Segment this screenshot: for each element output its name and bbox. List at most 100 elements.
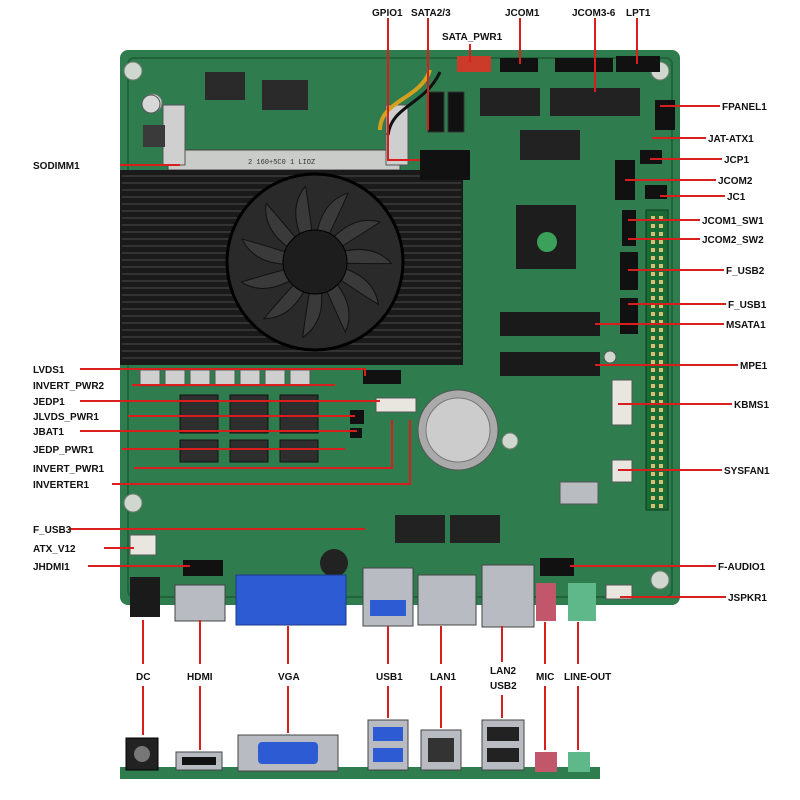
lpt-pin xyxy=(659,296,663,300)
labels-bottom: DC HDMI VGA USB1 LAN1 LAN2 USB2 MIC LINE… xyxy=(136,666,611,692)
labels-top: GPIO1 SATA2/3 JCOM1 JCOM3-6 LPT1 SATA_PW… xyxy=(372,8,651,43)
fan-hub xyxy=(282,229,348,295)
usb1-tongue xyxy=(370,600,406,616)
lpt-pin xyxy=(659,472,663,476)
lpt-pin xyxy=(651,448,655,452)
lpt-pin xyxy=(659,448,663,452)
jcom1-header xyxy=(500,58,538,72)
lpt-pin xyxy=(659,320,663,324)
label-jedp1: JEDP1 xyxy=(33,397,65,408)
slot-standoff xyxy=(603,350,617,364)
lpt-pin xyxy=(659,496,663,500)
rear-io-board xyxy=(130,564,596,628)
lan2-usb2-port xyxy=(481,564,535,628)
label-gpio1: GPIO1 xyxy=(372,8,403,19)
lineout-jack xyxy=(568,583,596,621)
labels-left: SODIMM1 LVDS1 INVERT_PWR2 JEDP1 JLVDS_PW… xyxy=(33,161,105,573)
lpt-pin xyxy=(651,504,655,508)
label-f-audio1: F-AUDIO1 xyxy=(718,562,766,573)
lpt-pin xyxy=(659,328,663,332)
lpt-pin xyxy=(659,224,663,228)
lpt-pin xyxy=(651,320,655,324)
lpt-pin xyxy=(659,424,663,428)
panel-dc-jack-hole xyxy=(134,746,150,762)
mounting-hole xyxy=(501,432,519,450)
lpt-pin xyxy=(659,216,663,220)
label-lan1: LAN1 xyxy=(430,672,457,683)
dc-jack xyxy=(130,577,160,617)
label-jlvds-pwr1: JLVDS_PWR1 xyxy=(33,412,99,423)
lpt-pin xyxy=(659,336,663,340)
label-hdmi: HDMI xyxy=(187,672,213,683)
label-mpe1: MPE1 xyxy=(740,361,768,372)
jcom-chip-row xyxy=(550,88,600,116)
lpt-long-header xyxy=(645,209,669,511)
label-invert-pwr1: INVERT_PWR1 xyxy=(33,464,105,475)
label-jbat1: JBAT1 xyxy=(33,427,64,438)
lpt-pin xyxy=(651,400,655,404)
chip xyxy=(205,72,245,100)
panel-mic-jack xyxy=(535,752,557,772)
label-sata-pwr1: SATA_PWR1 xyxy=(442,32,503,43)
leader-lines xyxy=(70,18,738,750)
lpt-pin xyxy=(659,480,663,484)
lvds-header xyxy=(363,370,401,384)
vrm-capacitor xyxy=(164,369,186,387)
label-jcom2: JCOM2 xyxy=(718,176,753,187)
label-jcom2-sw2: JCOM2_SW2 xyxy=(702,235,764,246)
lpt-pin xyxy=(659,232,663,236)
label-sodimm1: SODIMM1 xyxy=(33,161,80,172)
lpt-pin xyxy=(659,504,663,508)
vrm-mosfet xyxy=(229,439,269,463)
leader-invert-pwr1 xyxy=(134,420,393,469)
sim-slot xyxy=(559,481,599,505)
lpt-pin xyxy=(659,440,663,444)
lpt-pin xyxy=(659,248,663,252)
lpt-pin xyxy=(651,384,655,388)
chip xyxy=(262,80,308,110)
lpt-pin xyxy=(651,312,655,316)
lpt-pin xyxy=(659,272,663,276)
lpt-pin xyxy=(651,288,655,292)
panel-hdmi-slot xyxy=(182,757,216,765)
mpe-slot xyxy=(500,352,600,376)
vga-port xyxy=(235,574,347,626)
kbms-connector xyxy=(611,379,633,426)
lpt-pin xyxy=(659,312,663,316)
label-lpt1: LPT1 xyxy=(626,8,651,19)
lpt-pin xyxy=(659,488,663,492)
lpt-pin xyxy=(651,352,655,356)
lpt-pin xyxy=(651,280,655,284)
lpt-pin xyxy=(659,376,663,380)
sodimm-silk-text: 2 160+5C0 1 LIOZ xyxy=(248,159,315,167)
rear-panel xyxy=(120,719,600,779)
label-kbms1: KBMS1 xyxy=(734,400,769,411)
usb1-port xyxy=(362,567,414,627)
lpt-pin xyxy=(651,224,655,228)
lan-chip xyxy=(395,515,445,543)
gpio-header xyxy=(420,150,470,180)
lpt-pin xyxy=(659,280,663,284)
cmos-battery xyxy=(417,389,499,471)
lpt-pin xyxy=(651,376,655,380)
lpt-pin xyxy=(651,216,655,220)
lpt-pin xyxy=(651,456,655,460)
hdmi-port xyxy=(174,584,226,622)
label-atx-v12: ATX_V12 xyxy=(33,544,76,555)
mounting-hole xyxy=(123,493,143,513)
vrm-capacitor xyxy=(189,369,211,387)
lpt-pin xyxy=(651,408,655,412)
sodimm-slot: 2 160+5C0 1 LIOZ xyxy=(162,104,409,171)
label-jspkr1: JSPKR1 xyxy=(728,593,767,604)
lpt-pin xyxy=(651,344,655,348)
label-f-usb2: F_USB2 xyxy=(726,266,765,277)
f-audio-header xyxy=(540,558,574,576)
panel-usb1-slot xyxy=(373,727,403,741)
lpt-pin xyxy=(651,296,655,300)
label-jcom3-6: JCOM3-6 xyxy=(572,8,616,19)
lpt-pin xyxy=(651,336,655,340)
lpt-pin xyxy=(659,432,663,436)
mic-jack xyxy=(536,583,556,621)
lpt-pin xyxy=(651,248,655,252)
label-f-usb3: F_USB3 xyxy=(33,525,72,536)
